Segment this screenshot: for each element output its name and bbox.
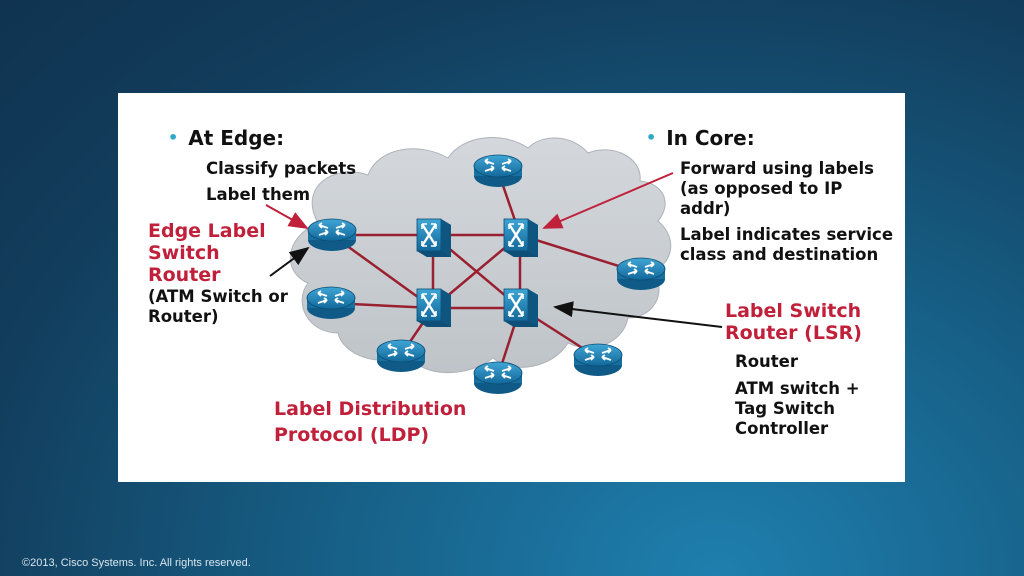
at-edge-point: Classify packets bbox=[206, 159, 357, 178]
in-core-forward-line: addr) bbox=[680, 199, 731, 218]
mpls-network-diagram bbox=[265, 137, 723, 395]
ldp-label: Protocol (LDP) bbox=[274, 424, 430, 446]
lsr-atm-line: ATM switch + bbox=[735, 379, 860, 398]
arrow-edge-router bbox=[269, 246, 310, 277]
lsr-title: Label Switch bbox=[725, 300, 862, 322]
at-edge-heading-text: At Edge: bbox=[188, 126, 285, 150]
slide-panel: • At Edge: Classify packets Label them • I… bbox=[118, 93, 905, 482]
at-edge-heading: • At Edge: bbox=[168, 126, 284, 150]
edge-router-title: Router bbox=[148, 264, 221, 286]
atm-switch-bottom-left bbox=[415, 287, 453, 329]
lsr-title: Router (LSR) bbox=[725, 322, 862, 344]
in-core-indicates-line: Label indicates service bbox=[680, 225, 894, 244]
in-core-heading: • In Core: bbox=[646, 126, 755, 150]
router-bottom-right bbox=[573, 343, 623, 377]
router-bottom-left bbox=[376, 339, 426, 373]
in-core-forward-line: (as opposed to IP bbox=[680, 179, 843, 198]
bullet-dot-icon: • bbox=[646, 128, 657, 147]
bullet-dot-icon: • bbox=[168, 128, 179, 147]
edge-router-title: Switch bbox=[148, 242, 220, 264]
at-edge-point: Label them bbox=[206, 185, 311, 204]
ldp-label: Label Distribution bbox=[274, 398, 467, 420]
in-core-forward-line: Forward using labels bbox=[680, 159, 874, 178]
in-core-indicates-line: class and destination bbox=[680, 245, 879, 264]
edge-router-detail: (ATM Switch or bbox=[148, 287, 288, 306]
atm-switch-top-right bbox=[502, 217, 540, 259]
router-top bbox=[473, 154, 523, 188]
lsr-item: Router bbox=[735, 352, 799, 371]
lsr-atm-line: Tag Switch bbox=[735, 399, 836, 418]
arrow-lsr bbox=[553, 301, 723, 328]
router-right bbox=[616, 257, 666, 291]
atm-switch-bottom-right bbox=[502, 287, 540, 329]
arrow-at-edge bbox=[265, 204, 309, 229]
arrow-in-core bbox=[542, 172, 674, 229]
router-left-bottom bbox=[306, 286, 356, 320]
in-core-heading-text: In Core: bbox=[666, 126, 755, 150]
lsr-atm-line: Controller bbox=[735, 419, 829, 438]
router-bottom-center bbox=[473, 361, 523, 395]
edge-router-detail: Router) bbox=[148, 307, 219, 326]
router-edge-left-top bbox=[307, 218, 357, 252]
atm-switch-top-left bbox=[415, 217, 453, 259]
edge-router-title: Edge Label bbox=[148, 220, 266, 242]
copyright-footer: ©2013, Cisco Systems. Inc. All rights re… bbox=[22, 557, 251, 569]
